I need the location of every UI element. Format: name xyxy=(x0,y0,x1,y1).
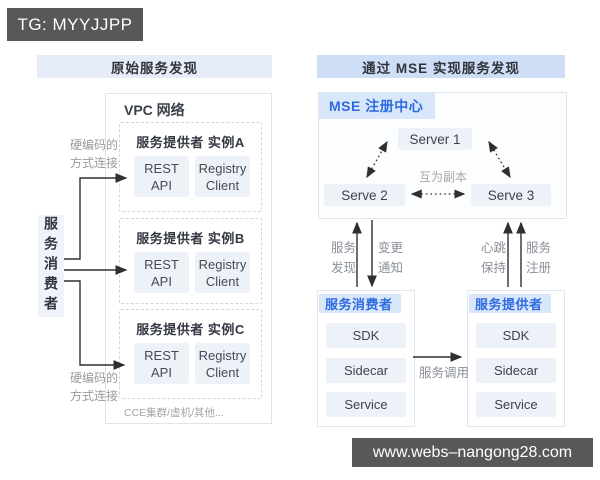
service-consumer-box: 服务消费者 SDK Sidecar Service xyxy=(317,290,415,427)
provider-sdk-item: SDK xyxy=(476,323,556,348)
mutual-replica-note: 互为副本 xyxy=(418,170,467,184)
mse-registry-center-box: MSE 注册中心 Server 1 Serve 2 Serve 3 互为副本 xyxy=(318,92,567,219)
rest-label: REST xyxy=(144,347,179,363)
instance-b-title: 服务提供者 实例B xyxy=(136,231,245,246)
hardcoded-connection-label-top: 硬编码的 方式连接 xyxy=(64,136,124,172)
label-line: 方式连接 xyxy=(69,389,118,403)
hardcoded-connection-label-bottom: 硬编码的 方式连接 xyxy=(64,369,124,405)
consumer-sdk-item: SDK xyxy=(326,323,406,348)
left-panel-title: 原始服务发现 xyxy=(37,55,272,78)
instance-a-title: 服务提供者 实例A xyxy=(136,135,245,150)
instance-c-rest-api: REST API xyxy=(134,343,189,384)
consumer-sidecar-item: Sidecar xyxy=(326,358,406,383)
label-line: 注册 xyxy=(525,261,551,275)
provider-service-item: Service xyxy=(476,392,556,417)
registry-label: Registry xyxy=(198,347,247,363)
api-label: API xyxy=(151,177,172,193)
server-1-node: Server 1 xyxy=(398,128,472,150)
right-panel-title: 通过 MSE 实现服务发现 xyxy=(317,55,565,78)
service-provider-title: 服务提供者 xyxy=(469,294,551,313)
mse-registry-center-label: MSE 注册中心 xyxy=(319,93,436,119)
api-label: API xyxy=(151,273,172,289)
provider-instance-a: 服务提供者 实例A REST API Registry Client xyxy=(119,122,262,212)
heartbeat-keep-label: 心跳 保持 xyxy=(480,238,507,278)
service-provider-box: 服务提供者 SDK Sidecar Service xyxy=(467,290,565,427)
cce-cluster-footnote: CCE集群/虚机/其他... xyxy=(124,407,224,419)
api-label: API xyxy=(151,364,172,380)
label-line: 方式连接 xyxy=(69,156,118,170)
vpc-network-label: VPC 网络 xyxy=(124,102,185,118)
registry-label: Registry xyxy=(198,160,247,176)
label-line: 服务 xyxy=(330,241,356,255)
vpc-network-box: VPC 网络 服务提供者 实例A REST API Registry Clien… xyxy=(105,93,272,424)
client-label: Client xyxy=(205,364,240,380)
serve-3-node: Serve 3 xyxy=(471,184,551,206)
client-label: Client xyxy=(205,177,240,193)
rest-label: REST xyxy=(144,160,179,176)
instance-a-registry-client: Registry Client xyxy=(195,156,250,197)
label-line: 硬编码的 xyxy=(69,138,118,152)
service-consumer-title: 服务消费者 xyxy=(319,294,401,313)
provider-instance-b: 服务提供者 实例B REST API Registry Client xyxy=(119,218,262,304)
website-watermark-badge: www.webs–nangong28.com xyxy=(352,438,593,467)
label-line: 硬编码的 xyxy=(69,371,118,385)
service-register-label: 服务 注册 xyxy=(525,238,552,278)
serve-2-node: Serve 2 xyxy=(324,184,405,206)
service-invoke-label: 服务调用 xyxy=(419,366,470,380)
label-line: 服务 xyxy=(525,241,551,255)
consumer-service-item: Service xyxy=(326,392,406,417)
instance-c-title: 服务提供者 实例C xyxy=(136,322,245,337)
change-notify-label: 变更 通知 xyxy=(377,238,404,278)
instance-a-rest-api: REST API xyxy=(134,156,189,197)
provider-instance-c: 服务提供者 实例C REST API Registry Client xyxy=(119,309,262,399)
service-consumer-vertical-box: 服务消费者 xyxy=(38,215,64,317)
client-label: Client xyxy=(205,273,240,289)
label-line: 发现 xyxy=(330,261,356,275)
rest-label: REST xyxy=(144,256,179,272)
label-line: 心跳 xyxy=(480,241,506,255)
provider-sidecar-item: Sidecar xyxy=(476,358,556,383)
telegram-watermark-badge: TG: MYYJJPP xyxy=(7,8,143,41)
instance-b-rest-api: REST API xyxy=(134,252,189,293)
label-line: 变更 xyxy=(377,241,403,255)
label-line: 保持 xyxy=(480,261,506,275)
service-discovery-label: 服务 发现 xyxy=(330,238,357,278)
label-line: 通知 xyxy=(377,261,403,275)
instance-b-registry-client: Registry Client xyxy=(195,252,250,293)
instance-c-registry-client: Registry Client xyxy=(195,343,250,384)
registry-label: Registry xyxy=(198,256,247,272)
